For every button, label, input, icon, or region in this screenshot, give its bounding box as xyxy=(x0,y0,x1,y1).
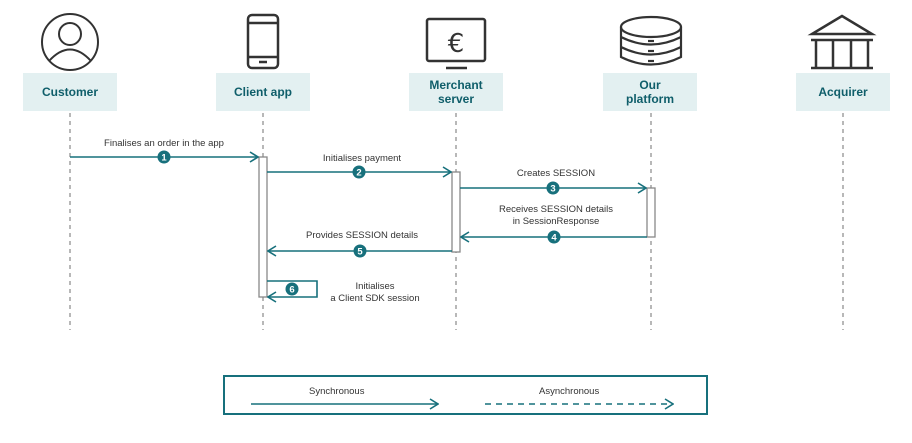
message-label-6: Initialises a Client SDK session xyxy=(330,281,420,304)
message-arrow xyxy=(267,280,318,297)
actor-customer: Customer xyxy=(23,73,117,111)
step-badge xyxy=(352,165,366,179)
user-circle-icon xyxy=(41,13,99,71)
legend: Synchronous Asynchronous xyxy=(223,375,708,415)
message-1: 1 xyxy=(70,150,258,164)
actor-label: Merchant server xyxy=(429,78,483,106)
step-badge xyxy=(157,150,171,164)
message-label-2: Initialises payment xyxy=(322,153,402,164)
actor-label: Acquirer xyxy=(818,85,868,99)
message-label-1: Finalises an order in the app xyxy=(104,138,224,149)
svg-text:€: € xyxy=(448,29,465,59)
message-2: 2 xyxy=(267,165,451,179)
monitor-euro-icon: € xyxy=(425,17,487,70)
actor-our-platform: Our platform xyxy=(603,73,697,111)
step-number: 1 xyxy=(161,153,167,164)
legend-asynchronous-label: Asynchronous xyxy=(539,386,600,397)
legend-arrows xyxy=(251,375,708,415)
actor-label: Client app xyxy=(233,85,292,99)
actor-client-app: Client app xyxy=(216,73,310,111)
step-number: 6 xyxy=(289,285,294,296)
step-number: 2 xyxy=(356,168,361,179)
activation-client-app xyxy=(258,156,268,298)
message-label-5: Provides SESSION details xyxy=(306,230,418,241)
step-number: 4 xyxy=(551,233,557,244)
smartphone-icon xyxy=(246,13,280,70)
step-badge xyxy=(547,230,561,244)
step-badge xyxy=(353,244,367,258)
message-5: 5 xyxy=(268,244,452,258)
bank-icon xyxy=(807,14,877,70)
step-badge xyxy=(546,181,560,195)
database-icon xyxy=(619,15,683,66)
legend-synchronous-label: Synchronous xyxy=(309,386,365,397)
step-badge xyxy=(285,282,299,296)
actor-merchant-server: Merchant server xyxy=(409,73,503,111)
actor-acquirer: Acquirer xyxy=(796,73,890,111)
step-number: 3 xyxy=(550,184,555,195)
message-label-3: Creates SESSION xyxy=(516,168,596,179)
message-label-4: Receives SESSION details in SessionRespo… xyxy=(498,204,614,227)
message-3: 3 xyxy=(460,181,646,195)
message-4: 4 xyxy=(461,230,647,244)
activation-our-platform xyxy=(646,187,656,238)
activation-merchant-server xyxy=(451,171,461,253)
message-6: 6 xyxy=(267,280,318,297)
step-number: 5 xyxy=(357,247,363,258)
actor-label: Customer xyxy=(41,85,98,99)
actor-label: Our platform xyxy=(626,78,674,106)
